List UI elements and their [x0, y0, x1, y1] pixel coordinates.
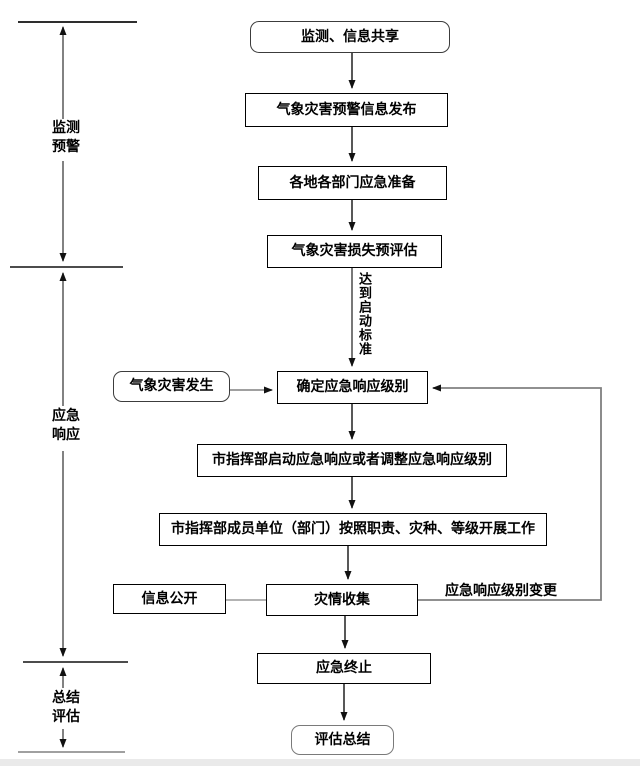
label-response-level-change: 应急响应级别变更 [445, 583, 557, 599]
label-reach-activation-threshold: 达到启动标准 [356, 272, 371, 356]
node-start-or-adjust-response: 市指挥部启动应急响应或者调整应急响应级别 [197, 444, 507, 477]
node-disaster-occurs: 气象灾害发生 [113, 371, 230, 402]
node-member-units-carry-out-work: 市指挥部成员单位（部门）按照职责、灾种、等级开展工作 [159, 513, 547, 546]
phase-label-monitoring: 监测 预警 [36, 119, 96, 157]
node-determine-response-level: 确定应急响应级别 [277, 371, 428, 404]
phase-label-response: 应急 响应 [36, 407, 96, 445]
node-damage-collection: 灾情收集 [266, 584, 418, 616]
node-loss-preassessment: 气象灾害损失预评估 [267, 235, 442, 268]
node-emergency-termination: 应急终止 [257, 653, 431, 684]
page-bottom-edge [0, 759, 640, 766]
phase-label-evaluation: 总结 评估 [36, 689, 96, 727]
side-connectors [226, 386, 273, 601]
node-information-disclosure: 信息公开 [113, 584, 226, 614]
feedback-loop-connector [418, 384, 602, 601]
node-warning-info-release: 气象灾害预警信息发布 [245, 93, 448, 127]
node-local-emergency-preparation: 各地各部门应急准备 [258, 166, 447, 200]
node-evaluation-summary: 评估总结 [291, 725, 394, 755]
node-monitor-info-sharing: 监测、信息共享 [250, 21, 450, 53]
